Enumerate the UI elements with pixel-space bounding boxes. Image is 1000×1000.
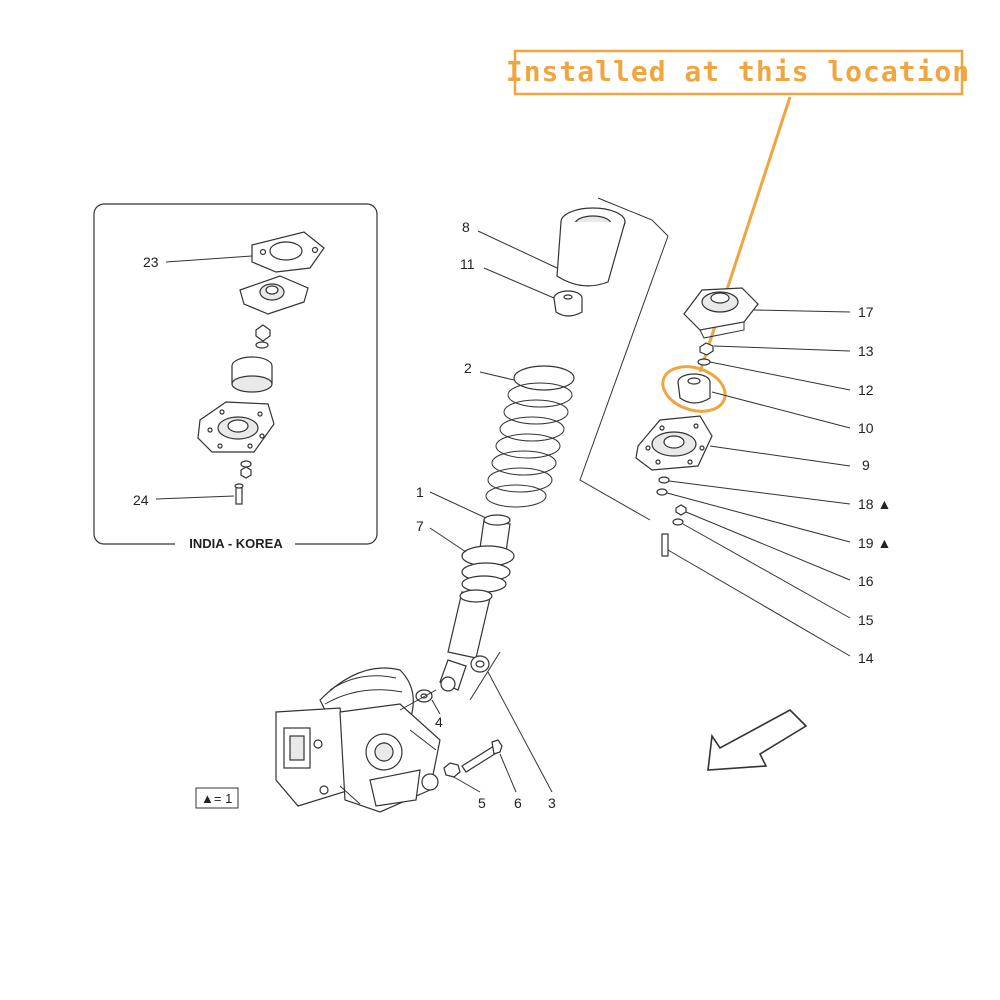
top-mount-group <box>635 287 759 557</box>
part-number-19: 19 ▲ <box>858 535 891 551</box>
part-number-4: 4 <box>435 714 443 730</box>
lower-mount-plate <box>635 415 713 471</box>
inset-top-plate <box>251 231 325 273</box>
legend-text: ▲= 1 <box>201 791 232 806</box>
part-number-2: 2 <box>464 360 472 376</box>
inset-lower-plate <box>197 401 275 453</box>
top-washer <box>697 358 711 366</box>
part-number-15: 15 <box>858 612 874 628</box>
part-number-13: 13 <box>858 343 874 359</box>
part-number-23: 23 <box>143 254 159 270</box>
hub-brake-assembly <box>275 667 441 813</box>
lower-bolt <box>461 739 503 773</box>
lower-bushing <box>470 655 490 673</box>
part-number-8: 8 <box>462 219 470 235</box>
part-number-1: 1 <box>416 484 424 500</box>
part-number-3: 3 <box>548 795 556 811</box>
callout-box <box>513 49 964 96</box>
inset-nut <box>255 324 271 349</box>
strut-assembly <box>415 207 626 778</box>
part-number-24: 24 <box>133 492 149 508</box>
assembly-bracket-lines <box>579 197 669 521</box>
inset-upper-mount <box>239 275 309 315</box>
lower-nut <box>443 762 461 778</box>
callout-text: Installed at this location <box>506 55 970 88</box>
part-number-18: 18 ▲ <box>858 496 891 512</box>
part-number-10: 10 <box>858 420 874 436</box>
installation-callout: Installed at this location <box>506 49 970 413</box>
legend-box: ▲= 1 <box>195 787 239 809</box>
callout-pointer-line <box>698 96 792 373</box>
dust-boot <box>556 207 626 287</box>
inset-bump-stop <box>231 356 273 393</box>
inset-bolt <box>234 460 252 505</box>
inset-label: INDIA - KOREA <box>189 536 283 551</box>
part-number-6: 6 <box>514 795 522 811</box>
part-number-12: 12 <box>858 382 874 398</box>
part-labels: 8 11 2 1 7 4 5 6 3 17 13 12 10 9 18 ▲ 19 <box>416 219 891 811</box>
part-number-7: 7 <box>416 518 424 534</box>
part-number-9: 9 <box>862 457 870 473</box>
part-number-14: 14 <box>858 650 874 666</box>
rubber-mount <box>677 373 711 404</box>
shock-absorber <box>439 514 515 692</box>
part-number-11: 11 <box>460 256 475 272</box>
vehicle-direction-arrow <box>707 709 808 771</box>
bump-stop <box>553 290 583 317</box>
callout-highlight-ring <box>661 365 727 413</box>
part-number-16: 16 <box>858 573 874 589</box>
top-nut <box>699 342 714 356</box>
coil-spring <box>485 365 575 508</box>
top-mount-plate <box>683 287 759 339</box>
part-number-5: 5 <box>478 795 486 811</box>
inset-panel: INDIA - KOREA <box>93 203 378 551</box>
part-number-17: 17 <box>858 304 874 320</box>
